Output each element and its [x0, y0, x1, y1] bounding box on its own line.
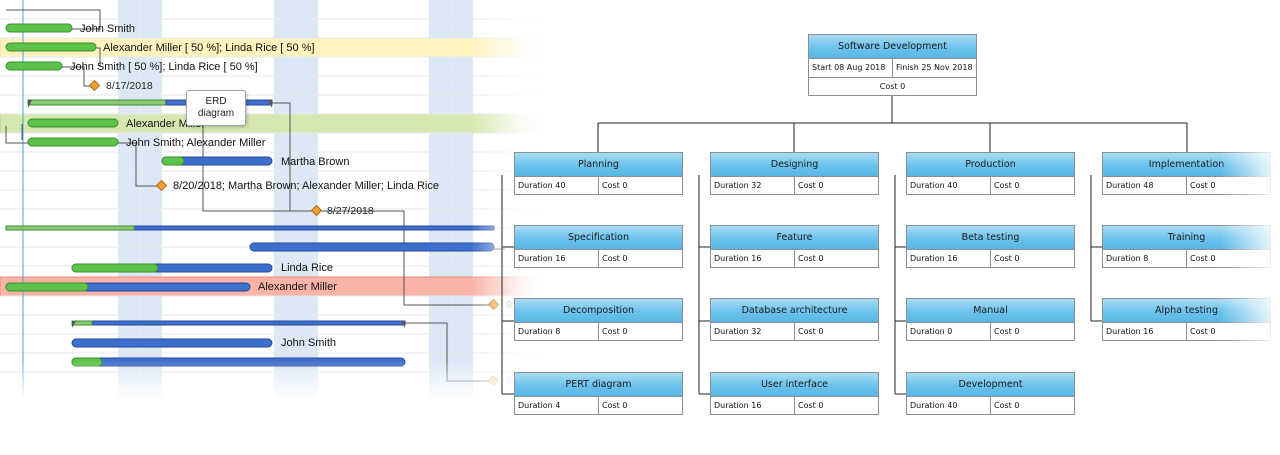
node-title: Decomposition	[515, 299, 682, 323]
node-title: Alpha testing	[1103, 299, 1270, 323]
wbs-connectors	[501, 94, 1188, 395]
node-cost: Cost 0	[798, 327, 824, 336]
node-title: Manual	[907, 299, 1074, 323]
node-title: Specification	[515, 226, 682, 250]
node-duration: Duration 40	[907, 177, 991, 194]
node-title: Training	[1103, 226, 1270, 250]
task-resource-label: John Smith	[80, 23, 136, 35]
node-duration: Duration 40	[907, 397, 991, 414]
node-title: Software Development	[809, 35, 976, 59]
node-title: Beta testing	[907, 226, 1074, 250]
node-title: Database architecture	[711, 299, 878, 323]
erd-diagram-callout[interactable]: ERD diagram	[186, 90, 246, 126]
node-cost: Cost 0	[994, 254, 1020, 263]
node-duration: Duration 0	[907, 323, 991, 340]
node-title: User interface	[711, 373, 878, 397]
node-duration: Duration 16	[711, 250, 795, 267]
node-duration: Duration 16	[907, 250, 991, 267]
node-duration: Duration 4	[515, 397, 599, 414]
callout-line: ERD	[205, 96, 227, 107]
node-cost: Cost 0	[879, 82, 906, 91]
node-title: Implementation	[1103, 153, 1270, 177]
node-duration: Duration 8	[515, 323, 599, 340]
node-cost: Cost 0	[798, 181, 824, 190]
task-resource-label: Martha Brown	[281, 156, 350, 168]
node-duration: Duration 16	[1103, 323, 1187, 340]
node-finish: Finish 25 Nov 2018	[896, 63, 973, 72]
milestone-date-label: 8/17/2018	[106, 80, 153, 92]
node-cost: Cost 0	[1190, 327, 1216, 336]
task-resource-label: John Smith [ 50 %]; Linda Rice [ 50 %]	[70, 61, 258, 73]
milestone-date-label: 8/20/2018; Martha Brown; Alexander Mille…	[173, 180, 439, 192]
gantt-chart: John Smith Alexander Miller [ 50 %]; Lin…	[0, 0, 540, 400]
node-cost: Cost 0	[994, 401, 1020, 410]
task-resource-label: Alexander Miller	[258, 281, 337, 293]
node-duration: Duration 8	[1103, 250, 1187, 267]
node-title: Designing	[711, 153, 878, 177]
node-title: Feature	[711, 226, 878, 250]
node-title: Development	[907, 373, 1074, 397]
milestone-date-label: 8/27/2018	[327, 205, 374, 217]
node-cost: Cost 0	[798, 401, 824, 410]
node-duration: Duration 48	[1103, 177, 1187, 194]
task-resource-label: John Smith; Alexander Miller	[126, 137, 266, 149]
node-cost: Cost 0	[602, 181, 628, 190]
node-title: Production	[907, 153, 1074, 177]
node-cost: Cost 0	[1190, 181, 1216, 190]
task-resource-label: John Smith	[281, 337, 337, 349]
task-resource-label: Linda Rice	[281, 262, 333, 274]
node-cost: Cost 0	[602, 401, 628, 410]
node-cost: Cost 0	[1190, 254, 1216, 263]
node-start: Start 08 Aug 2018	[809, 59, 893, 77]
node-duration: Duration 40	[515, 177, 599, 194]
node-title: PERT diagram	[515, 373, 682, 397]
callout-line: diagram	[197, 108, 235, 119]
node-duration: Duration 16	[515, 250, 599, 267]
wbs-root-node[interactable]: Software Development Start 08 Aug 2018 F…	[808, 34, 977, 96]
node-duration: Duration 16	[711, 397, 795, 414]
task-resource-label: Alexander Miller [ 50 %]; Linda Rice [ 5…	[103, 42, 315, 54]
node-cost: Cost 0	[602, 327, 628, 336]
node-cost: Cost 0	[994, 327, 1020, 336]
node-cost: Cost 0	[994, 181, 1020, 190]
wbs-chart: Software Development Start 08 Aug 2018 F…	[480, 0, 1280, 455]
node-cost: Cost 0	[602, 254, 628, 263]
node-duration: Duration 32	[711, 177, 795, 194]
node-cost: Cost 0	[798, 254, 824, 263]
node-title: Planning	[515, 153, 682, 177]
node-duration: Duration 32	[711, 323, 795, 340]
